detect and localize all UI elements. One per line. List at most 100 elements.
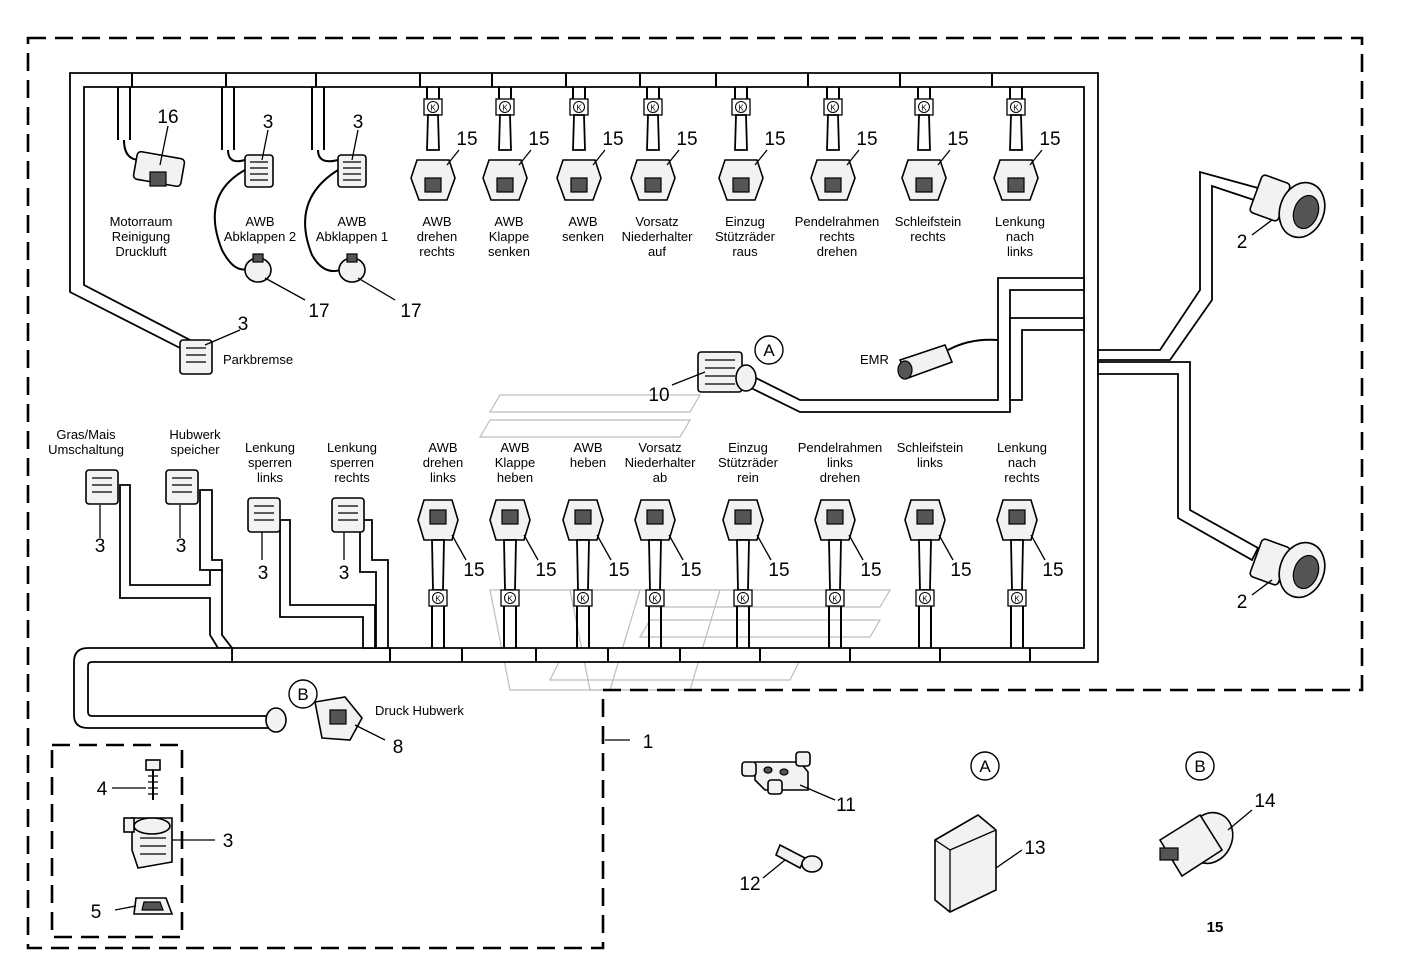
svg-text:K: K — [502, 104, 508, 113]
box-13 — [934, 814, 997, 913]
svg-text:K: K — [830, 104, 836, 113]
svg-text:K: K — [650, 104, 656, 113]
svg-text:K: K — [576, 104, 582, 113]
callout-3-b: 3 — [353, 112, 364, 133]
callout-17-b: 17 — [400, 301, 421, 322]
k-marker: K — [569, 98, 589, 116]
callout-17-a: 17 — [308, 301, 329, 322]
k-marker: K — [731, 98, 751, 116]
connector-14 — [1158, 811, 1234, 878]
callout-15: 15 — [1042, 560, 1063, 581]
callout-15: 15 — [456, 129, 477, 150]
k-marker: K — [643, 98, 663, 116]
callout-15: 15 — [602, 129, 623, 150]
callout-3-lenk-rechts: 3 — [339, 563, 350, 584]
callout-4: 4 — [97, 779, 108, 800]
svg-text:A: A — [763, 341, 775, 360]
svg-text:K: K — [921, 104, 927, 113]
svg-text:K: K — [1013, 104, 1019, 113]
harness-trunk — [69, 72, 1260, 729]
callout-2-top: 2 — [1237, 232, 1248, 253]
callout-3-lenk-links: 3 — [258, 563, 269, 584]
k-marker: K — [823, 98, 843, 116]
k-marker: K — [914, 98, 934, 116]
connector-3-lenkung-links — [247, 497, 281, 533]
callout-15: 15 — [463, 560, 484, 581]
svg-text:K: K — [832, 595, 838, 604]
callout-15: 15 — [856, 129, 877, 150]
callout-15: 15 — [535, 560, 556, 581]
callout-3-detail: 3 — [223, 831, 234, 852]
ref-A-on-harness: A — [754, 335, 784, 365]
callout-15: 15 — [680, 560, 701, 581]
detail-box — [50, 743, 184, 939]
callout-11: 11 — [836, 795, 856, 816]
callout-15: 15 — [764, 129, 785, 150]
callout-numbers: 16 3 3 3 17 17 10 2 2 3 3 3 3 8 1 4 3 5 … — [91, 107, 1276, 936]
callout-3-a: 3 — [263, 112, 274, 133]
round-connector-2-bottom — [1249, 538, 1326, 599]
svg-text:K: K — [1014, 595, 1020, 604]
k-marker: K — [495, 98, 515, 116]
k-marker: K — [423, 98, 443, 116]
svg-text:K: K — [740, 595, 746, 604]
callout-10: 10 — [648, 385, 669, 406]
pin-12 — [774, 843, 823, 873]
svg-text:K: K — [652, 595, 658, 604]
assembly-boundary — [26, 36, 1364, 950]
k-marker: K — [500, 589, 520, 607]
connector-emr — [897, 338, 999, 380]
label-parkbremse: Parkbremse — [223, 352, 293, 367]
callout-13: 13 — [1024, 838, 1045, 859]
callout-15: 15 — [947, 129, 968, 150]
callout-15: 15 — [608, 560, 629, 581]
callout-8: 8 — [393, 737, 404, 758]
connector-3-parkbremse — [179, 339, 213, 375]
callout-15: 15 — [676, 129, 697, 150]
connector-16 — [123, 139, 186, 188]
k-marker: K — [825, 589, 845, 607]
tee-piece-11 — [741, 751, 811, 795]
ref-B-detail: B — [1185, 751, 1215, 781]
connector-3-hubwerk-speicher — [165, 469, 199, 505]
detail-connector-3 — [123, 817, 173, 869]
svg-text:A: A — [979, 757, 991, 776]
connector-3-abklappen1 — [304, 149, 367, 283]
callout-15: 15 — [860, 560, 881, 581]
detail-seal-5 — [133, 897, 174, 915]
svg-text:K: K — [507, 595, 513, 604]
svg-text:K: K — [430, 104, 436, 113]
